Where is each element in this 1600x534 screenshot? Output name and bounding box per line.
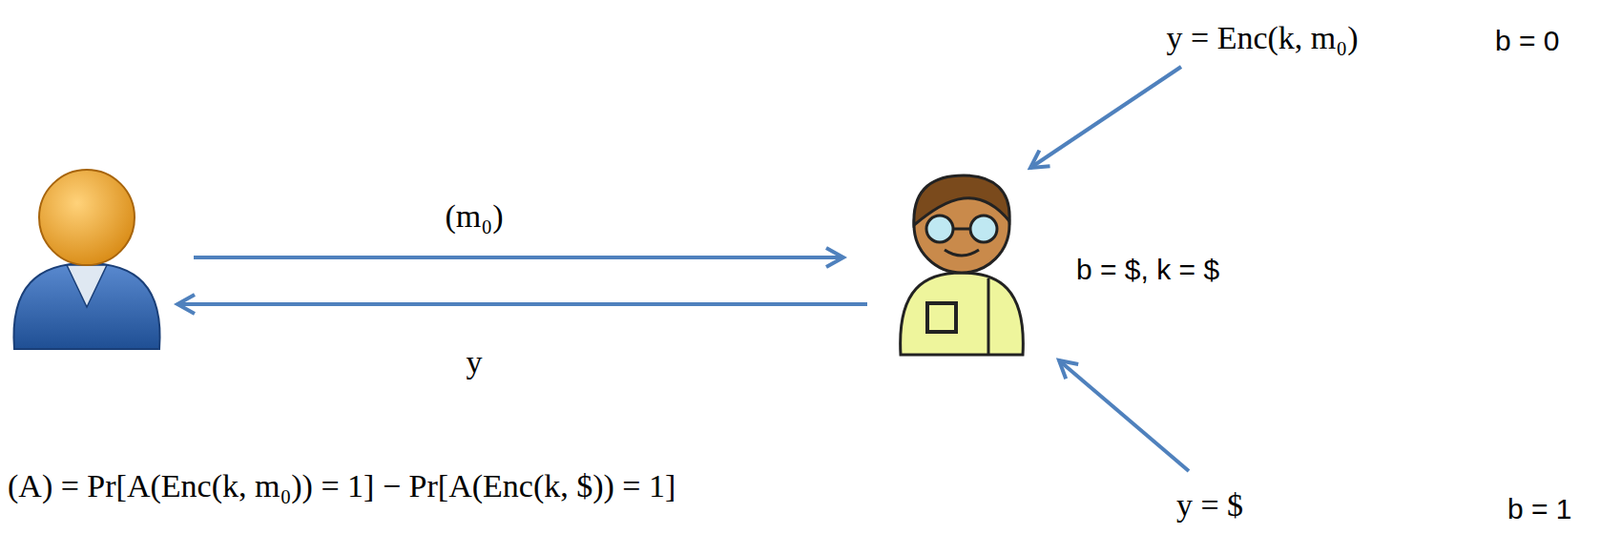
challenger-icon <box>900 175 1024 355</box>
formula-text: y = $ <box>1176 486 1244 524</box>
bit-label: b = 0 <box>1495 24 1560 59</box>
advantage-formula: (A) = Pr[A(Enc(k, m₀)) = 1] − Pr[A(Enc(k… <box>7 467 676 505</box>
formula-text: y = Enc(k, m₀) <box>1166 19 1359 57</box>
message-arrow <box>177 66 1189 472</box>
message-label: (m₀) <box>445 197 504 235</box>
adversary-icon <box>13 169 160 350</box>
state-label: b = $, k = $ <box>1076 253 1220 288</box>
bit-label: b = 1 <box>1507 493 1573 527</box>
message-label: y <box>466 343 483 381</box>
